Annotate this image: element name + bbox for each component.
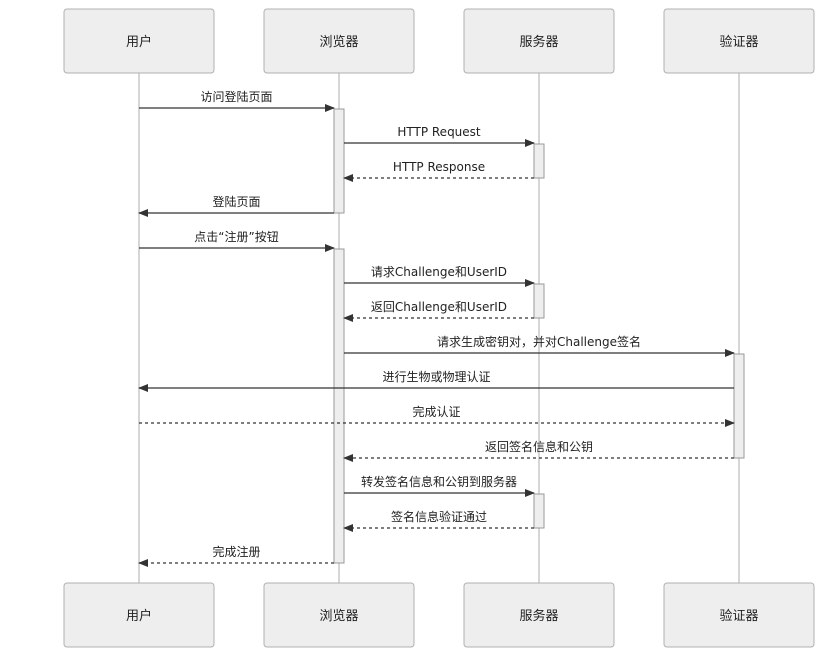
message: 请求生成密钥对，并对Challenge签名 [344, 334, 735, 357]
participant-browser-top: 浏览器 [263, 8, 415, 74]
participant-label: 用户 [126, 34, 152, 50]
participant-label: 验证器 [719, 608, 758, 624]
message: 完成注册 [138, 544, 334, 567]
participant-server-top: 服务器 [463, 8, 615, 74]
participant-box [263, 582, 415, 648]
activation-bar-server [533, 493, 545, 529]
participants-top: 用户 浏览器 服务器 验证器 [63, 8, 815, 74]
activation-bar-browser [333, 108, 345, 214]
participant-browser-bottom: 浏览器 [263, 582, 415, 648]
participant-auth-top: 验证器 [663, 8, 815, 74]
message-label: 登陆页面 [212, 194, 260, 209]
message-label: HTTP Request [397, 125, 481, 139]
message-label: 访问登陆页面 [200, 89, 272, 104]
participant-server-bottom: 服务器 [463, 582, 615, 648]
participant-label: 浏览器 [319, 34, 358, 50]
activation-bar-auth [733, 353, 745, 459]
message-label: 请求Challenge和UserID [371, 265, 507, 279]
activation-bar-server [533, 143, 545, 179]
message-label: HTTP Response [393, 160, 485, 174]
message-label: 完成注册 [212, 544, 260, 559]
message: 访问登陆页面 [139, 89, 335, 112]
message: HTTP Response [343, 160, 534, 182]
participant-box [63, 582, 215, 648]
message: 完成认证 [139, 404, 735, 427]
activation-bar-server [533, 283, 545, 319]
message-label: 点击“注册”按钮 [194, 229, 278, 244]
activation-bar-browser [333, 248, 345, 564]
participant-box [463, 582, 615, 648]
participant-label: 用户 [126, 608, 152, 624]
participant-user-top: 用户 [63, 8, 215, 74]
participant-label: 浏览器 [319, 608, 358, 624]
message: 签名信息验证通过 [343, 509, 534, 532]
message-label: 返回签名信息和公钥 [485, 439, 593, 454]
message-label: 进行生物或物理认证 [382, 370, 490, 384]
message-label: 签名信息验证通过 [391, 509, 487, 524]
message: 返回Challenge和UserID [343, 300, 534, 322]
participant-auth-bottom: 验证器 [663, 582, 815, 648]
message: 转发签名信息和公钥到服务器 [344, 474, 535, 497]
lifelines [138, 73, 740, 583]
message: HTTP Request [344, 125, 535, 147]
message: 进行生物或物理认证 [138, 370, 734, 392]
participant-label: 服务器 [519, 608, 558, 624]
participant-label: 验证器 [719, 34, 758, 50]
participant-box [663, 582, 815, 648]
participant-box [263, 8, 415, 74]
participant-box [63, 8, 215, 74]
message-label: 返回Challenge和UserID [371, 300, 507, 314]
participant-user-bottom: 用户 [63, 582, 215, 648]
participant-box [663, 8, 815, 74]
participant-label: 服务器 [519, 34, 558, 50]
message-label: 完成认证 [412, 404, 460, 419]
message-label: 转发签名信息和公钥到服务器 [361, 474, 517, 489]
participant-box [463, 8, 615, 74]
message: 请求Challenge和UserID [344, 265, 535, 287]
message-label: 请求生成密钥对，并对Challenge签名 [437, 334, 641, 349]
participants-bottom: 用户 浏览器 服务器 验证器 [63, 582, 815, 648]
message: 登陆页面 [138, 194, 334, 217]
message: 返回签名信息和公钥 [343, 439, 734, 462]
message: 点击“注册”按钮 [139, 229, 335, 252]
activations [333, 108, 745, 564]
